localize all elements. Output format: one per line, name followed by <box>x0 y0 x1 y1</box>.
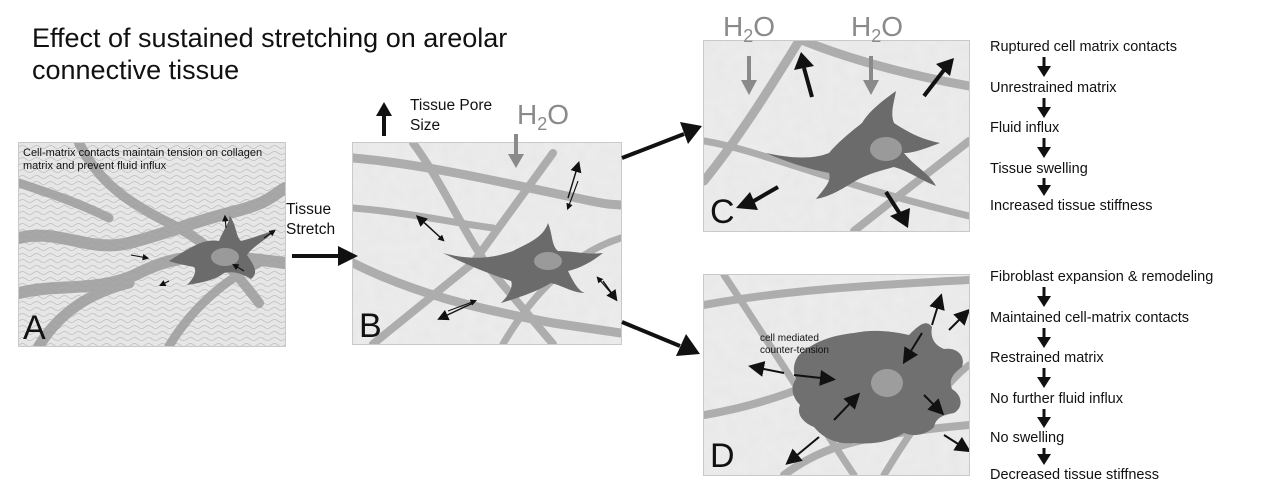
fibroblast-cell-c <box>766 91 940 199</box>
panel-d-label: D <box>710 437 735 475</box>
panel-b-illustration <box>353 143 621 344</box>
pore-size-up-arrow <box>376 102 392 136</box>
fibroblast-cell-b <box>443 223 603 303</box>
flow-d-arrow-1 <box>1037 287 1051 307</box>
flow-c-step-5: Increased tissue stiffness <box>990 198 1153 214</box>
flow-d-step-3: Restrained matrix <box>990 350 1104 366</box>
panel-b-water: H2O <box>517 99 570 135</box>
flow-d-step-1: Fibroblast expansion & remodeling <box>990 269 1214 285</box>
flow-d-step-5: No swelling <box>990 430 1065 446</box>
flow-c-step-3: Fluid influx <box>990 120 1060 136</box>
panel-a: Cell-matrix contacts maintain tension on… <box>18 142 286 347</box>
page-title: Effect of sustained stretching on areola… <box>32 23 508 85</box>
panel-c-label: C <box>710 193 735 231</box>
flow-d-arrow-4 <box>1037 409 1051 428</box>
panel-c: C <box>703 40 970 232</box>
panel-b: B <box>352 142 622 345</box>
arrow-b-to-c <box>621 122 702 160</box>
flow-c-arrow-3 <box>1037 138 1051 158</box>
stretch-arrow <box>292 246 358 266</box>
fibroblast-cell-d <box>792 323 963 444</box>
counter-tension-label: cell mediated counter-tension <box>760 333 829 356</box>
flow-d-arrow-5 <box>1037 448 1051 465</box>
panel-c-water-right: H2O <box>851 11 904 47</box>
flow-c-arrow-2 <box>1037 98 1051 118</box>
fibroblast-cell-a <box>169 215 275 285</box>
flow-c-arrow-4 <box>1037 178 1051 196</box>
tissue-pore-size-label: Tissue Pore Size <box>410 97 493 134</box>
flow-c-arrow-1 <box>1037 57 1051 77</box>
flow-c-step-2: Unrestrained matrix <box>990 80 1117 96</box>
flow-d-step-6: Decreased tissue stiffness <box>990 467 1159 483</box>
flow-d-arrow-2 <box>1037 328 1051 348</box>
flow-c-step-4: Tissue swelling <box>990 161 1088 177</box>
panel-d: cell mediated counter-tension D <box>703 274 970 476</box>
flow-d-step-2: Maintained cell-matrix contacts <box>990 310 1190 326</box>
panel-c-water-left: H2O <box>723 11 776 47</box>
flow-c-step-1: Ruptured cell matrix contacts <box>990 39 1177 55</box>
flow-d-arrow-3 <box>1037 368 1051 388</box>
panel-a-label: A <box>23 309 46 347</box>
panel-b-label: B <box>359 307 382 345</box>
panel-a-caption: Cell-matrix contacts maintain tension on… <box>23 147 263 172</box>
panel-c-illustration <box>704 41 969 231</box>
panel-d-illustration <box>704 275 969 475</box>
flow-d-step-4: No further fluid influx <box>990 391 1123 407</box>
tissue-stretch-label: Tissue Stretch <box>286 201 336 238</box>
panel-a-illustration <box>19 143 285 346</box>
arrow-b-to-d <box>621 320 700 356</box>
